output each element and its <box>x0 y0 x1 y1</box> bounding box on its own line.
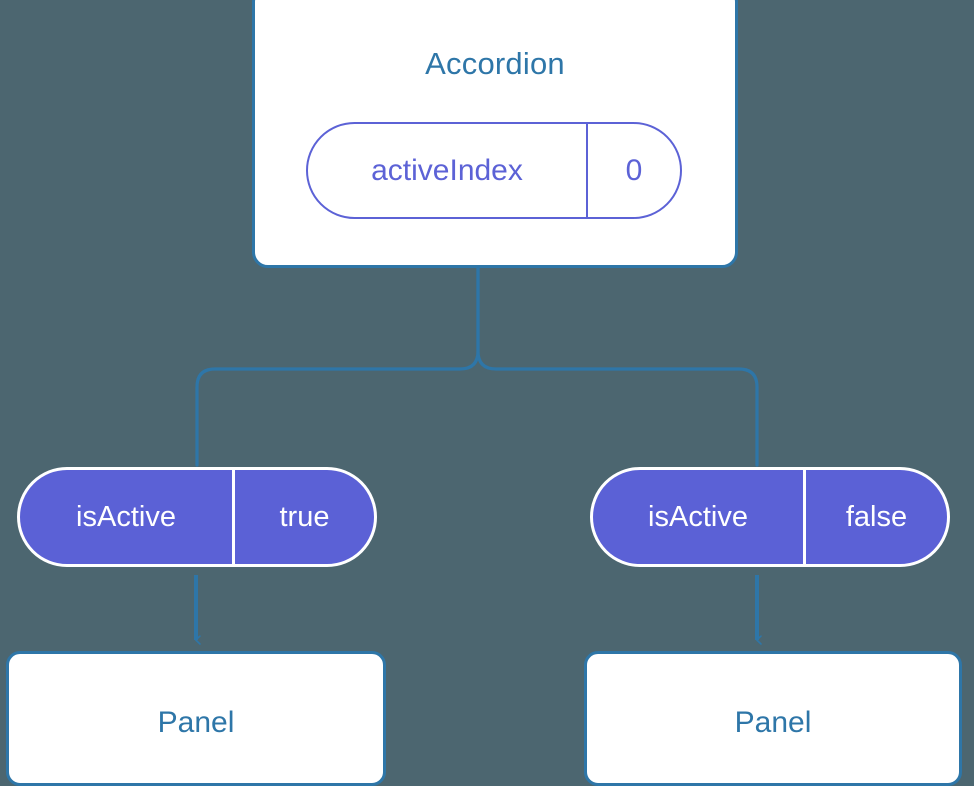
prop-pill-key: isActive <box>593 470 806 564</box>
node-panel-right[interactable]: Panel <box>584 651 962 786</box>
connector-root-to-left <box>195 264 480 467</box>
panel-right-title: Panel <box>734 705 812 739</box>
prop-pill-value: false <box>845 500 908 533</box>
state-pill-value: 0 <box>625 153 643 187</box>
prop-pill-isactive-false[interactable]: isActive false <box>590 467 950 567</box>
panel-left-title: Panel <box>157 705 235 739</box>
prop-pill-isactive-true[interactable]: isActive true <box>17 467 377 567</box>
diagram-canvas: Accordion activeIndex 0 isActive true Pa… <box>6 0 962 786</box>
prop-pill-key: isActive <box>20 470 235 564</box>
state-pill-activeindex[interactable]: activeIndex 0 <box>306 122 682 219</box>
prop-pill-value: true <box>279 500 330 533</box>
connector-root-to-right <box>476 264 759 467</box>
state-pill-key: activeIndex <box>308 124 588 217</box>
accordion-title: Accordion <box>425 46 565 81</box>
node-panel-left[interactable]: Panel <box>6 651 386 786</box>
